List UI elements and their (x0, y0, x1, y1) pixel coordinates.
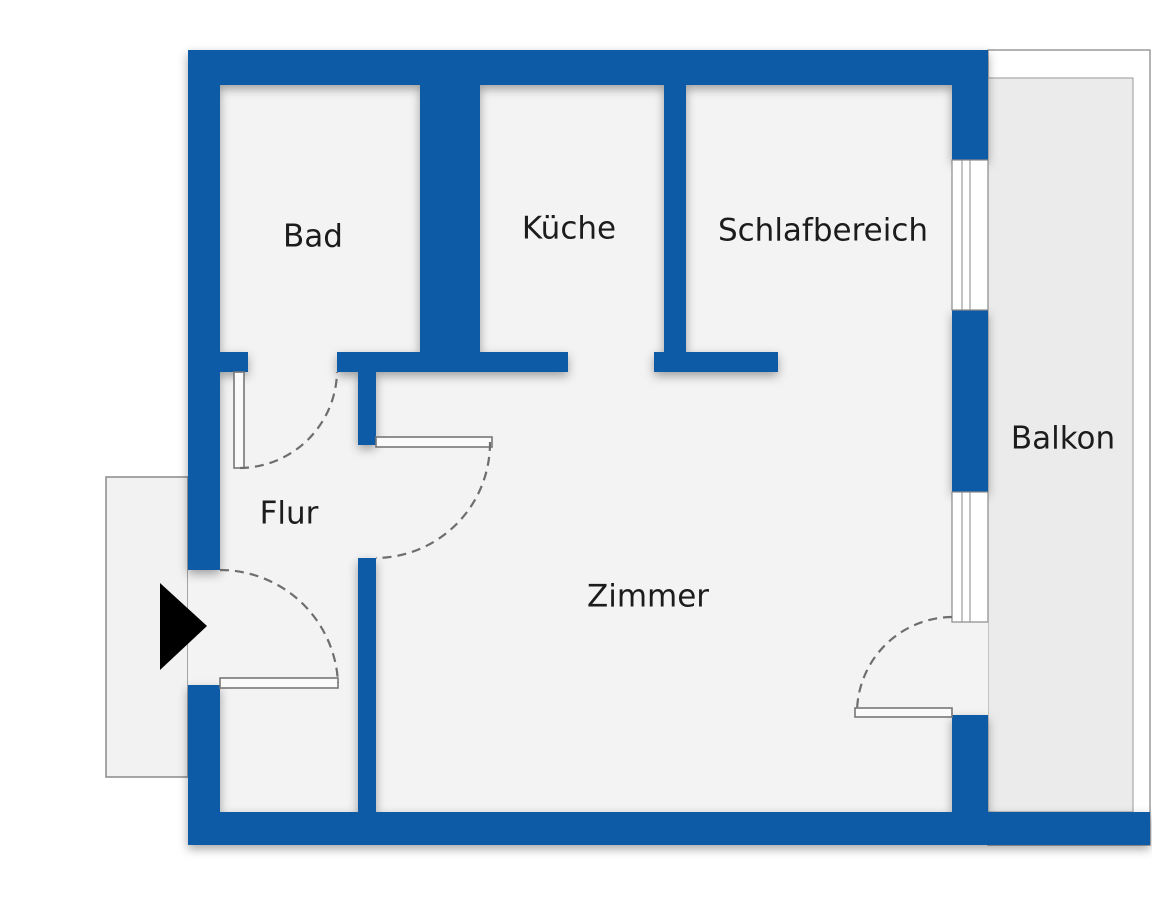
wall-right-3 (952, 715, 988, 845)
room-label-flur: Flur (260, 496, 319, 532)
wall-bottom (188, 812, 1150, 845)
door-entrance[interactable] (219, 568, 340, 689)
wall-bad-kueche (420, 50, 480, 372)
room-label-bad: Bad (283, 219, 343, 255)
wall-kueche-right (664, 85, 686, 372)
window-upper (951, 159, 989, 311)
room-label-balkon: Balkon (1011, 421, 1115, 457)
room-label-zimmer: Zimmer (587, 579, 709, 615)
wall-right-2 (952, 310, 988, 492)
balcony-floor (987, 77, 1134, 813)
door-zimmer[interactable] (375, 436, 493, 560)
wall-bad-stub (220, 352, 248, 372)
room-label-schlafbereich: Schlafbereich (718, 213, 928, 249)
wall-flur-lower (358, 558, 376, 812)
entrance-arrow-icon (160, 583, 207, 670)
wall-schlaf-stub (654, 352, 778, 372)
wall-left-upper (188, 50, 220, 570)
door-bad[interactable] (233, 371, 339, 470)
wall-bad-bottom (337, 352, 568, 372)
door-balcony[interactable] (854, 615, 953, 718)
interior-floor (188, 50, 988, 845)
wall-top (188, 50, 988, 85)
walls (188, 50, 1150, 845)
wall-flur-upper (358, 352, 376, 445)
room-label-kueche: Küche (522, 211, 616, 247)
wall-right-1 (952, 50, 988, 160)
window-lower (951, 491, 989, 623)
